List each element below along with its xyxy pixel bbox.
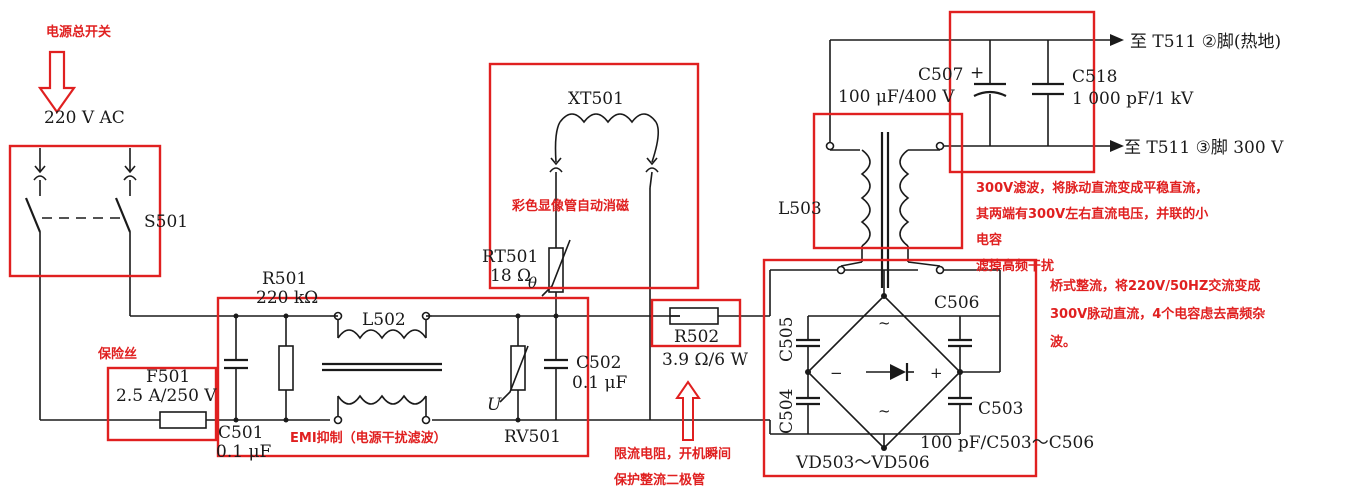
rt501-label: RT501 [482,247,538,267]
main-rails [130,188,770,421]
power-switch-arrow-icon [37,50,77,114]
capacitor-c501 [224,313,248,423]
filter-highlight-box [948,10,1096,174]
power-switch-note: 电源总开关 [46,24,111,40]
capacitor-c502 [544,313,568,420]
bridge-highlight-box [762,258,1038,478]
c501-value-label: 0.1 μF [216,442,271,462]
u-mark-label: U [487,395,502,415]
ac-input-label: 220 V AC [44,108,125,128]
r502-label: R502 [674,327,719,347]
filter-note-line1: 300V滤波，将脉动直流变成平稳直流， [976,180,1208,196]
f501-label: F501 [146,367,190,387]
thermistor-rt501 [541,188,571,316]
vd-label: VD503～VD506 [795,453,930,473]
c504-label: C504 [777,389,797,434]
c507-value-label: 100 μF/400 V [838,87,955,107]
output-arrow-icon [1110,34,1124,152]
r501-value-label: 220 kΩ [256,288,318,308]
choke-l502 [322,311,442,425]
r502-note-arrow-icon [675,380,701,441]
r502-note-line2: 保护整流二极管 [613,472,705,488]
fuse-note: 保险丝 [97,346,137,362]
bridge-note-line1: 桥式整流，将220V/50HZ交流变成 [1050,278,1260,294]
filter-note-line4: 滤掉高频干扰 [976,258,1054,274]
l503-highlight-box [812,112,964,250]
r501-label: R501 [262,269,307,289]
bridge-note-line3: 波。 [1050,334,1076,350]
resistor-r501 [278,313,294,423]
switch-highlight-box [8,144,162,278]
bridge-minus-label: − [830,364,843,382]
switch-s501 [24,148,137,420]
degauss-highlight-box [488,62,700,290]
output-1-label: 至 T511 ②脚(热地) [1130,32,1281,52]
r502-value-label: 3.9 Ω/6 W [662,350,748,370]
rt501-value-label: 18 Ω [490,266,531,286]
output-2-label: 至 T511 ③脚 300 V [1124,138,1284,158]
r502-highlight-box [650,298,742,348]
filter-caps [830,39,1110,147]
c507-plus-label: + [970,63,984,83]
l502-label: L502 [362,310,406,330]
c502-label: C502 [576,353,621,373]
resistor-r502 [669,307,770,325]
degauss-note: 彩色显像管自动消磁 [511,198,629,214]
f501-rating-label: 2.5 A/250 V [116,386,217,406]
c518-value-label: 1 000 pF/1 kV [1072,89,1194,109]
c503-label: C503 [978,399,1023,419]
varistor-rv501 [499,313,529,423]
emi-note: EMI抑制（电源干扰滤波） [290,430,447,446]
c507-label: C507 [918,65,963,85]
bridge-cap-value-label: 100 pF/C503～C506 [920,433,1094,453]
filter-note-line2: 其两端有300V左右直流电压，并联的小 [976,206,1208,222]
bridge-plus-label: + [930,364,943,382]
bridge-rectifier [769,265,1001,451]
bridge-tilde-bottom-label: ~ [878,402,891,420]
fuse-f501 [40,411,236,429]
choke-l503 [825,40,990,288]
r502-note-line1: 限流电阻，开机瞬间 [614,446,731,462]
xt501-label: XT501 [568,89,624,109]
l503-label: L503 [778,199,822,219]
bridge-note-line2: 300V脉动直流，4个电容虑去高频杂 [1050,306,1265,322]
c502-value-label: 0.1 μF [572,373,627,393]
rv501-label: RV501 [504,427,561,447]
c505-label: C505 [777,317,797,362]
c518-label: C518 [1072,67,1117,87]
s501-label: S501 [144,212,188,232]
fuse-highlight-box [106,366,218,442]
theta-label: θ [528,274,537,292]
bridge-tilde-top-label: ~ [878,314,891,332]
filter-note-line3: 电容 [976,232,1002,248]
c506-label: C506 [934,293,979,313]
degauss-coil-xt501 [549,113,660,189]
emi-highlight-box [216,296,590,458]
c501-label: C501 [218,423,263,443]
